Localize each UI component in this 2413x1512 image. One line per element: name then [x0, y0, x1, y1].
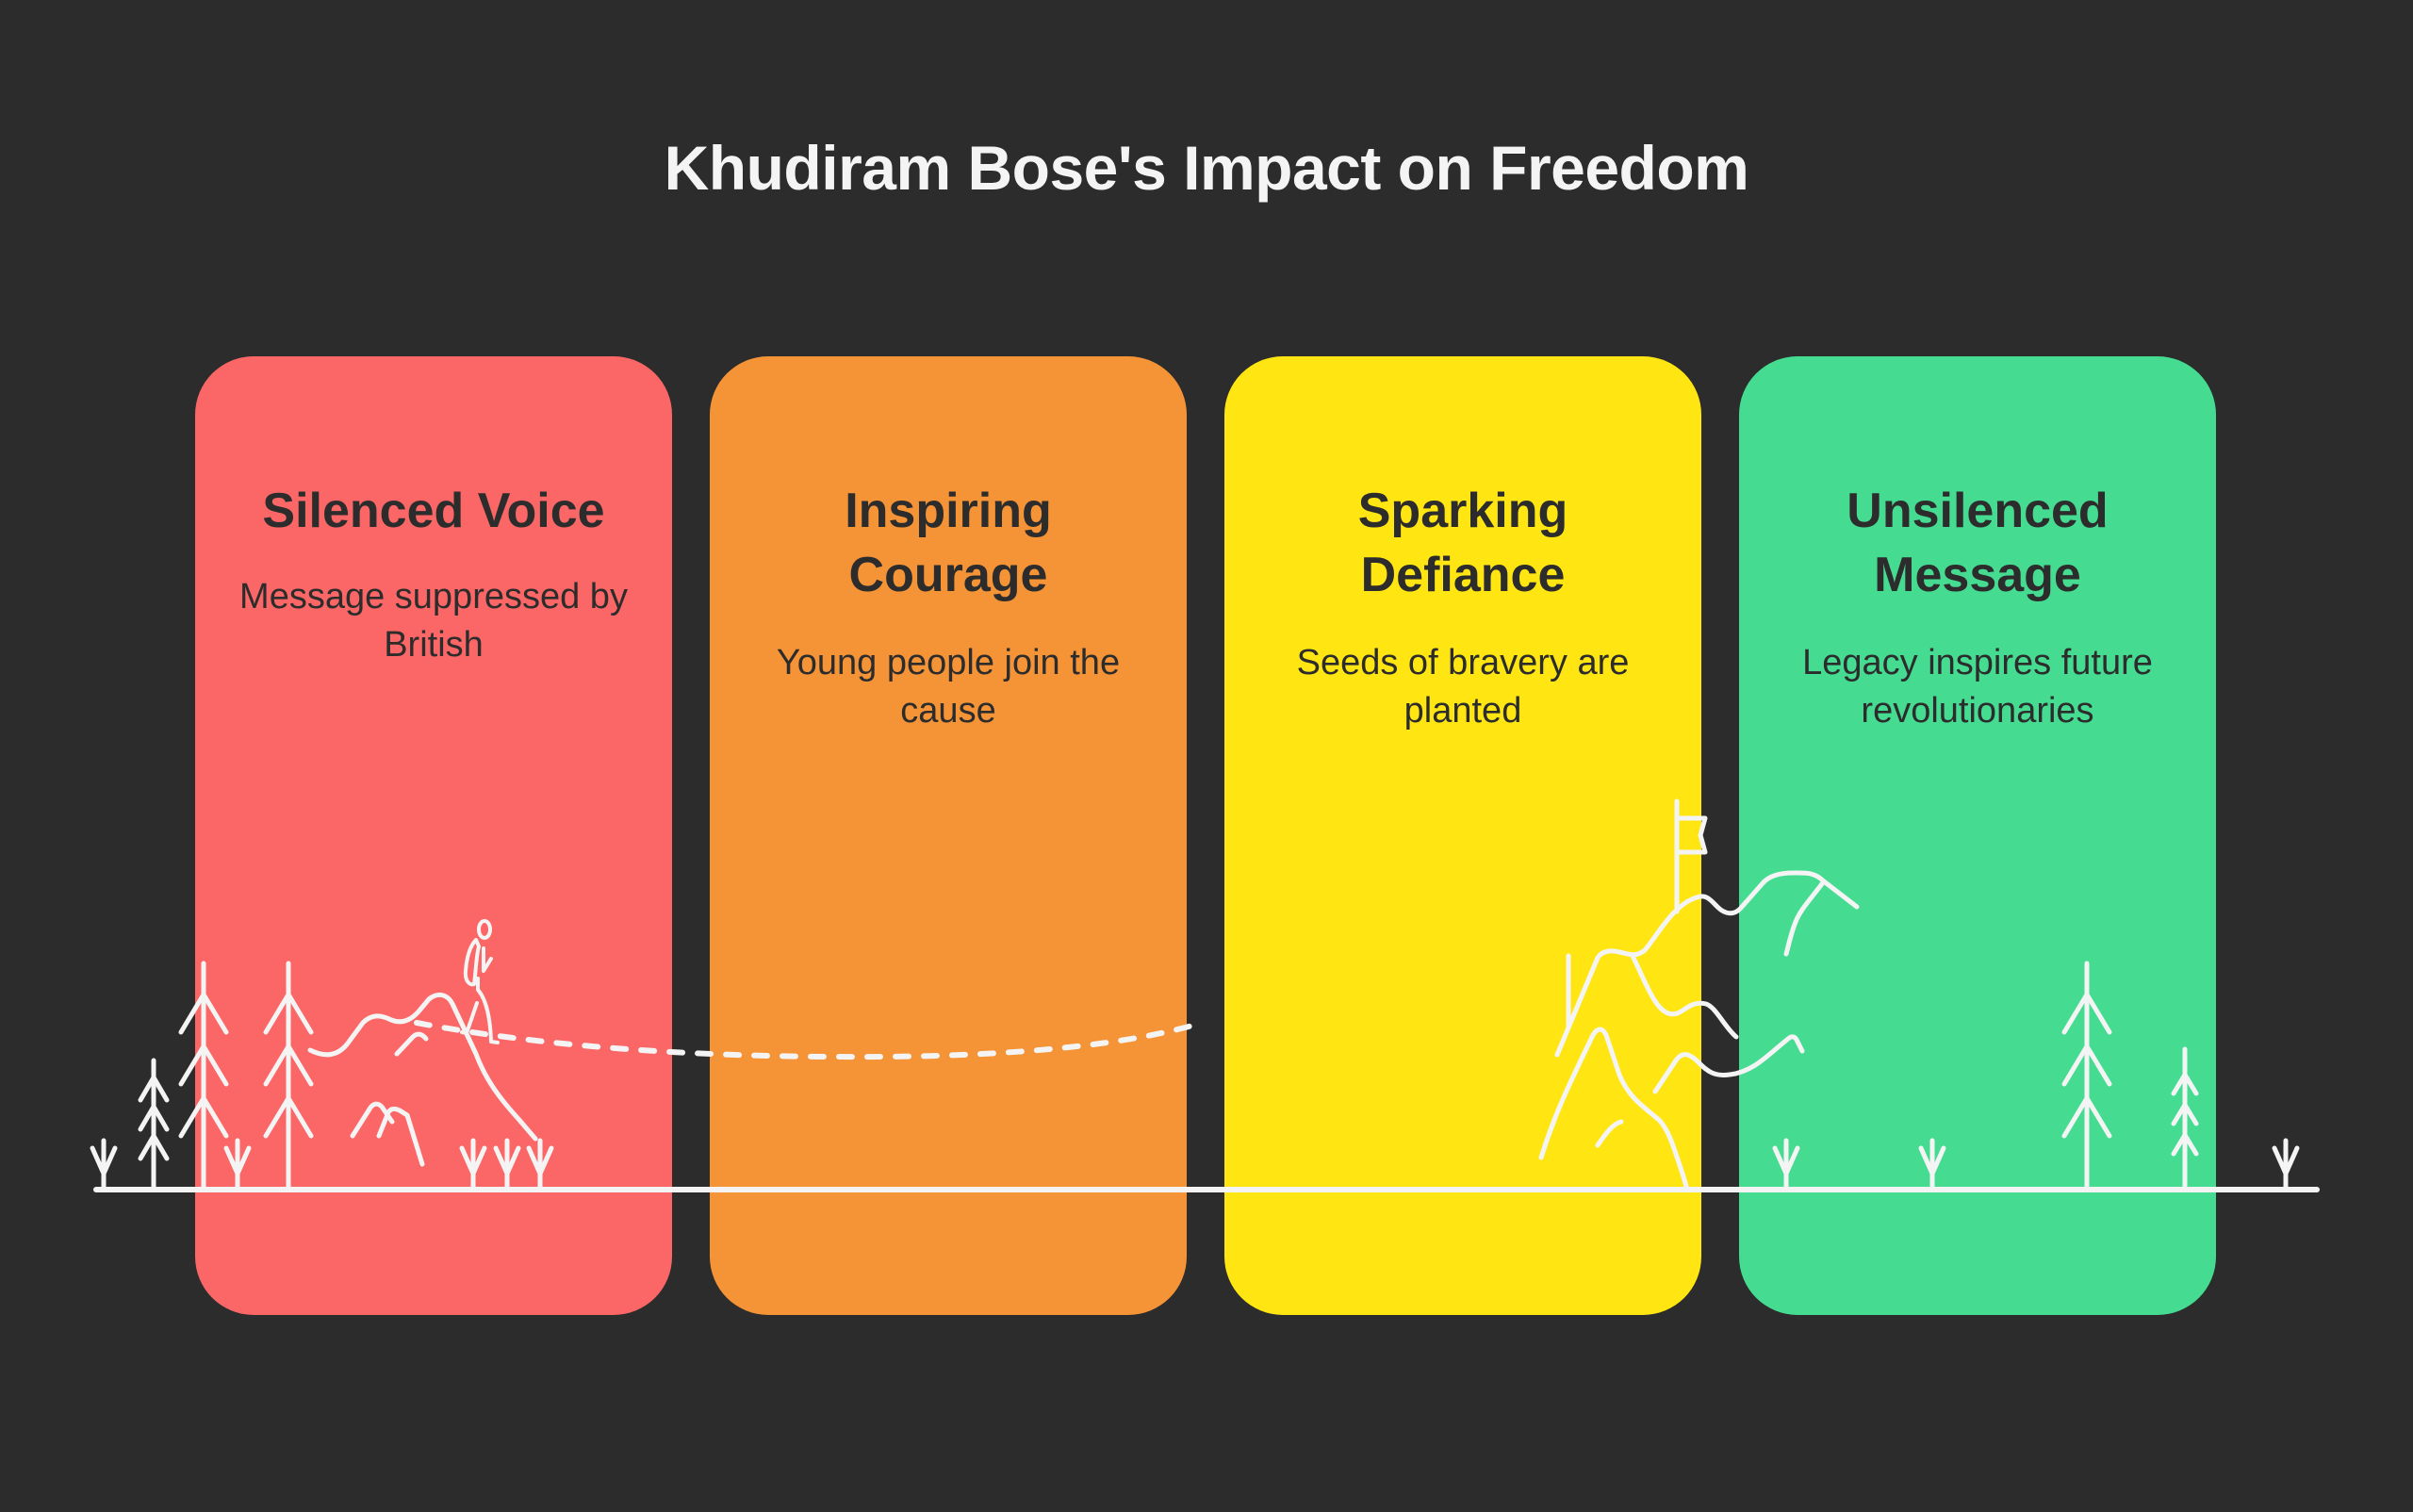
- stage-heading: Silenced Voice: [195, 479, 672, 543]
- pine-tree-icon: [138, 961, 314, 1192]
- dashed-path: [414, 1020, 1205, 1060]
- stage-heading-line: Unsilenced: [1847, 484, 2109, 538]
- stage-card-inspiring-courage: Inspiring Courage Young people join the …: [710, 356, 1187, 1315]
- stage-description: Legacy inspires future revolutionaries: [1802, 643, 2153, 731]
- hiker-icon: [460, 919, 500, 1044]
- stage-description: Seeds of bravery are planted: [1296, 643, 1630, 731]
- stage-card-sparking-defiance: Sparking Defiance Seeds of bravery are p…: [1224, 356, 1701, 1315]
- stage-heading: Inspiring Courage: [710, 479, 1187, 607]
- stage-heading: Unsilenced Message: [1739, 479, 2216, 607]
- stage-card-unsilenced-message: Unsilenced Message Legacy inspires futur…: [1739, 356, 2216, 1315]
- diagram-title: Khudiram Bose's Impact on Freedom: [664, 133, 1749, 203]
- hill-lines: [307, 992, 538, 1167]
- stage-description: Message suppressed by British: [239, 577, 628, 665]
- stage-heading-line: Inspiring: [845, 484, 1052, 538]
- stage-heading-line: Silenced Voice: [262, 484, 605, 538]
- summit-flag-icon: [1674, 798, 1708, 914]
- stage-heading-line: Defiance: [1360, 548, 1566, 602]
- stage-heading: Sparking Defiance: [1224, 479, 1701, 607]
- grass-sprout-icon: [90, 1138, 2300, 1192]
- mountain-lines: [1538, 870, 1860, 1192]
- stage-heading-line: Message: [1874, 548, 2081, 602]
- pine-tree-icon: [2061, 961, 2199, 1192]
- stage-card-silenced-voice: Silenced Voice Message suppressed by Bri…: [195, 356, 672, 1315]
- stage-description: Young people join the cause: [776, 643, 1121, 731]
- stage-heading-line: Courage: [848, 548, 1048, 602]
- stage-heading-line: Sparking: [1357, 484, 1568, 538]
